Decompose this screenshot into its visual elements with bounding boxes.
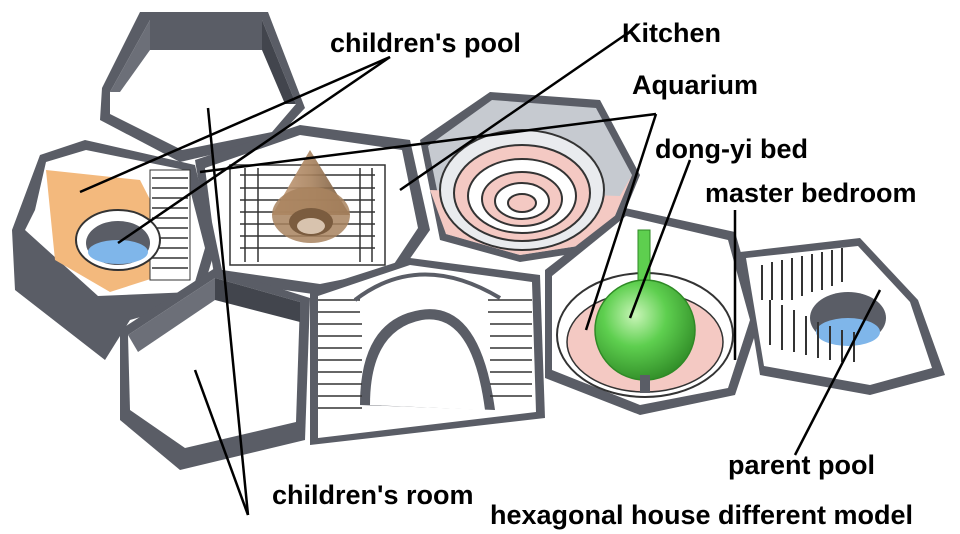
label-childrens-room: children's room xyxy=(272,480,474,510)
label-childrens-pool: children's pool xyxy=(330,28,521,58)
label-parent-pool: parent pool xyxy=(728,450,875,480)
leader-childrens-room-b xyxy=(193,369,250,516)
kitchen-room xyxy=(195,125,430,295)
leader-aquarium-b xyxy=(584,113,658,331)
kitchen-cone xyxy=(272,150,350,243)
label-dongyi-bed: dong-yi bed xyxy=(655,134,808,164)
label-kitchen: Kitchen xyxy=(622,18,722,48)
leader-childrens-room-a xyxy=(206,107,250,516)
bottom-left-room xyxy=(120,268,310,470)
leader-kitchen xyxy=(399,33,626,192)
parent-pool-stairs xyxy=(761,248,855,362)
leader-lines xyxy=(79,33,882,516)
aquarium-rings xyxy=(439,129,605,251)
leader-childrens-pool-b xyxy=(117,55,391,245)
leader-aquarium-a xyxy=(199,112,657,174)
leader-childrens-pool-a xyxy=(79,55,391,194)
stair-treads xyxy=(318,299,532,409)
leader-parent-pool xyxy=(793,289,882,456)
dong-yi-bed-sphere xyxy=(594,279,696,381)
leader-dongyi xyxy=(628,159,692,319)
aquarium-room xyxy=(420,92,640,262)
childrens-pool-basin xyxy=(75,209,161,271)
central-staircase xyxy=(310,258,545,445)
diagram-caption: hexagonal house different model xyxy=(490,500,914,530)
parent-pool-room xyxy=(740,238,945,395)
label-aquarium: Aquarium xyxy=(632,70,759,100)
label-master-bedroom: master bedroom xyxy=(705,178,917,208)
stair-left xyxy=(149,169,191,281)
